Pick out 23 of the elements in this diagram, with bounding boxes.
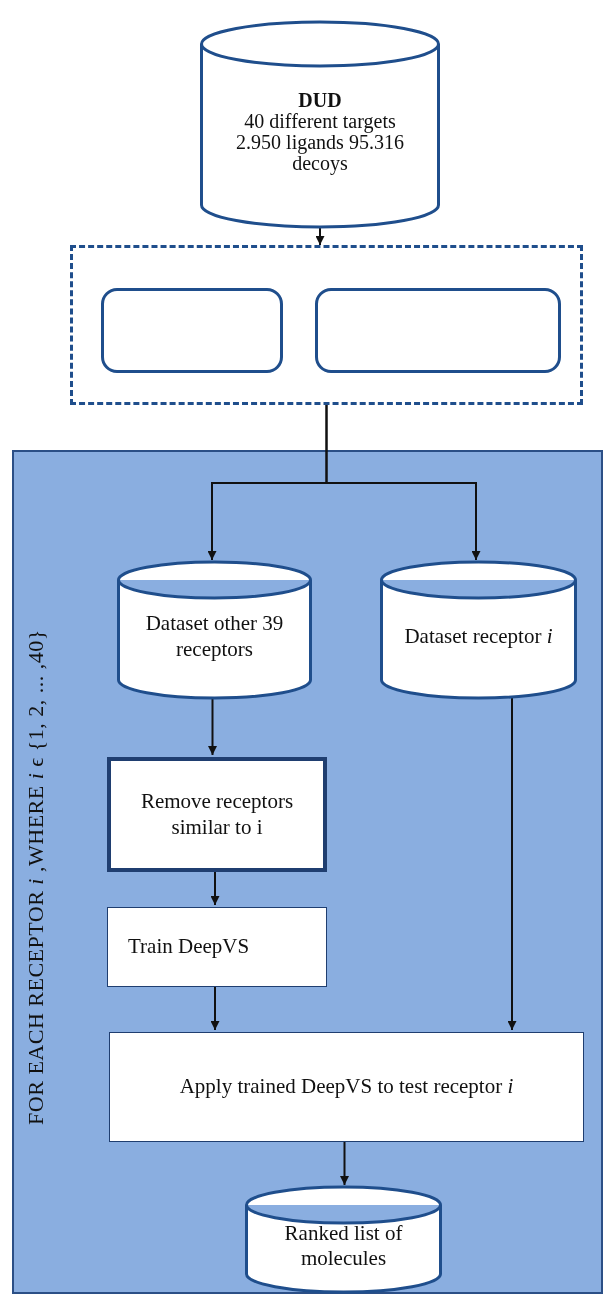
node-text: 40 different targets 2.950 ligands 95.316 decoys: [235, 111, 405, 174]
node-text: Ranked list of molecules: [283, 1220, 404, 1272]
arrow: [507, 695, 517, 1031]
database-cylinder: [117, 562, 312, 698]
loop-label: FOR EACH RECEPTOR i ,WHERE i ϵ {1, 2, ... ,40}: [22, 628, 49, 1127]
node-title: DUD: [298, 90, 342, 111]
database-cylinder: [380, 562, 577, 698]
node-text: Remove receptors similar to i: [139, 789, 295, 840]
database-cylinder: [245, 1187, 442, 1292]
process-box: [109, 1032, 584, 1142]
rounded-box: [101, 288, 283, 373]
dashed-group-box: [70, 245, 583, 405]
node-text: Dataset other 39 receptors: [144, 611, 285, 662]
node-text: Train DeepVS: [128, 934, 251, 960]
database-cylinder: [200, 22, 440, 227]
node-text: Dataset receptor i: [403, 623, 554, 650]
arrow: [325, 404, 481, 561]
node-text: Apply trained DeepVS to test receptor i: [179, 1074, 514, 1100]
rounded-box: [315, 288, 561, 373]
arrow: [315, 226, 325, 246]
process-box: [107, 907, 327, 987]
loop-panel: [12, 450, 603, 1294]
process-box: [107, 757, 327, 872]
